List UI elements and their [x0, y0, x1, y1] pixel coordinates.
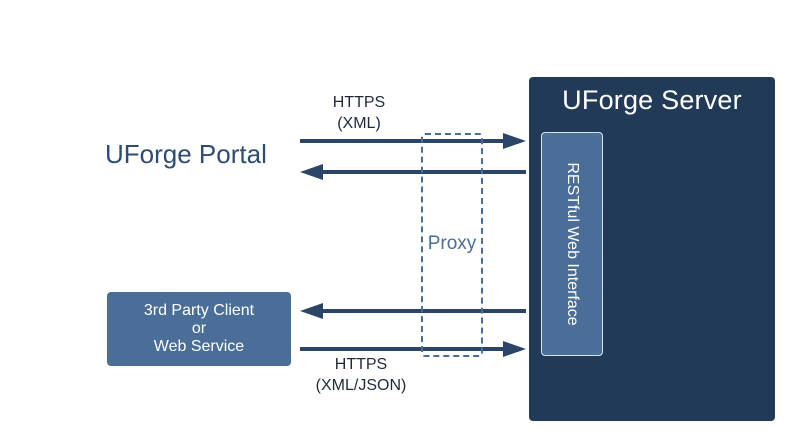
restful-interface-box: RESTful Web Interface — [541, 132, 603, 356]
arrowhead-server-to-portal — [300, 164, 323, 180]
server-title: UForge Server — [562, 85, 742, 115]
protocol-top-line1: HTTPS — [332, 94, 386, 111]
protocol-bottom-line2: (XML/JSON) — [315, 377, 407, 394]
proxy-label: Proxy — [427, 233, 477, 254]
arrowhead-client-to-server — [503, 341, 526, 357]
client-label-line3: Web Service — [153, 338, 245, 355]
protocol-bottom-line1: HTTPS — [334, 356, 388, 373]
protocol-label-bottom: HTTPS (XML/JSON) — [304, 354, 418, 396]
protocol-label-top: HTTPS (XML) — [316, 92, 402, 134]
uforge-portal-label: UForge Portal — [105, 139, 267, 169]
arrowhead-portal-to-server — [503, 133, 526, 149]
arrowhead-server-to-client — [300, 303, 323, 319]
third-party-client-box: 3rd Party Client or Web Service — [107, 292, 291, 366]
protocol-top-line2: (XML) — [337, 115, 381, 132]
restful-interface-label: RESTful Web Interface — [564, 162, 581, 326]
client-label-line2: or — [191, 320, 207, 337]
uforge-server-box: UForge Server RESTful Web Interface — [529, 77, 775, 421]
client-label-line1: 3rd Party Client — [143, 302, 255, 319]
proxy-box: Proxy — [421, 133, 483, 357]
